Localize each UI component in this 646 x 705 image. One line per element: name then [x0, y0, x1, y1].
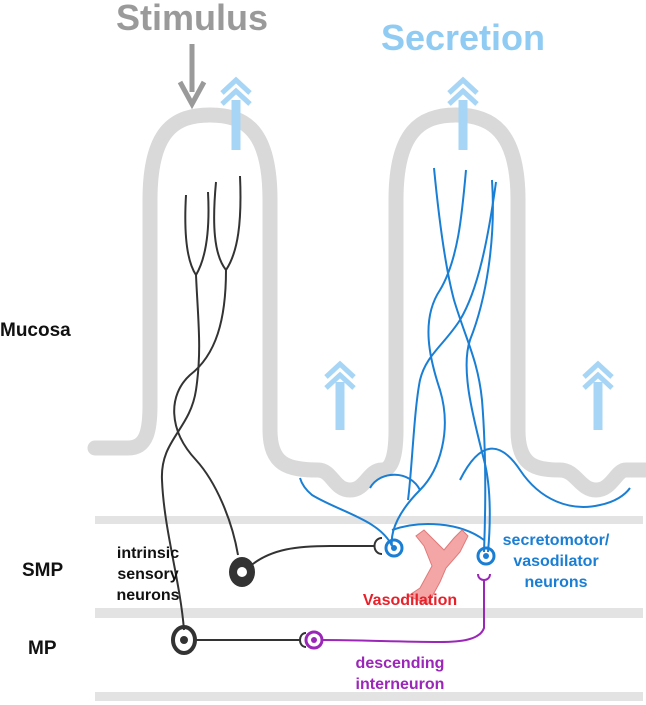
secretomotor-neurons — [299, 167, 631, 553]
mp-bottom-boundary — [95, 692, 643, 701]
sensory-axon-left — [160, 274, 201, 631]
double-chevron-up-icon — [220, 76, 252, 150]
down-arrow-icon — [177, 44, 207, 110]
smp-label: SMP — [22, 560, 64, 581]
interneuron-axon — [321, 580, 485, 644]
crypt-branch-left — [299, 477, 393, 547]
sensory-dendrite-right — [213, 175, 242, 271]
intrinsic-label-line2: sensory — [117, 566, 178, 583]
sensory-neuron-soma-mp — [171, 625, 197, 655]
secretion-arrow-crypt-right — [582, 360, 614, 430]
secretomotor-fiber-3 — [407, 181, 497, 501]
sensory-to-smp-connection — [247, 545, 374, 569]
secretomotor-label-line1: secretomotor/ — [503, 532, 610, 549]
crypt-loop — [369, 473, 421, 491]
interneuron-soma — [304, 630, 324, 650]
secretomotor-label-line3: neurons — [524, 574, 587, 591]
sensory-axon-right — [173, 269, 239, 556]
secretion-label: Secretion — [381, 17, 545, 58]
descending-label-line2: interneuron — [356, 676, 445, 693]
secretomotor-fiber-2 — [390, 169, 467, 547]
intrinsic-label-line3: neurons — [116, 587, 179, 604]
descending-interneuron — [321, 573, 491, 644]
secretomotor-fiber-1 — [433, 167, 487, 553]
double-chevron-up-icon — [582, 360, 614, 430]
descending-interneuron-label: descending interneuron — [356, 655, 445, 693]
crypt-branch-right — [459, 447, 631, 508]
smp-interconnect — [391, 523, 485, 541]
double-chevron-up-icon — [324, 360, 356, 430]
secretomotor-soma-right — [476, 546, 496, 566]
mp-label: MP — [28, 638, 57, 659]
secretion-arrow-right — [447, 76, 479, 150]
descending-label-line1: descending — [356, 655, 445, 672]
secretomotor-soma-left — [384, 538, 404, 558]
stimulus-label: Stimulus — [116, 0, 268, 38]
blood-vessel-icon — [406, 529, 469, 605]
layer-boundaries — [95, 516, 643, 701]
secretomotor-neurons-label: secretomotor/ vasodilator neurons — [503, 532, 610, 591]
secretion-arrow-crypt-left — [324, 360, 356, 430]
secretomotor-label-line2: vasodilator — [513, 553, 598, 570]
sensory-neuron-soma-smp — [229, 557, 255, 587]
synapse-cap-mp — [299, 632, 307, 648]
intrinsic-label-line1: intrinsic — [117, 545, 179, 562]
secretion-arrow-left — [220, 76, 252, 150]
interneuron-synapse-cap — [477, 573, 491, 581]
sensory-dendrite-left — [184, 191, 210, 276]
mucosa-label: Mucosa — [0, 320, 71, 341]
double-chevron-up-icon — [447, 76, 479, 150]
intrinsic-sensory-neurons — [160, 175, 383, 648]
smp-bottom-boundary — [95, 608, 643, 618]
smp-top-boundary — [95, 516, 643, 524]
secretomotor-fiber-4 — [465, 179, 494, 553]
vasodilation-label: Vasodilation — [363, 592, 457, 609]
intrinsic-sensory-neurons-label: intrinsic sensory neurons — [116, 545, 179, 604]
mucosa-villi-outline — [87, 107, 646, 498]
synapse-cap-smp — [373, 537, 383, 555]
